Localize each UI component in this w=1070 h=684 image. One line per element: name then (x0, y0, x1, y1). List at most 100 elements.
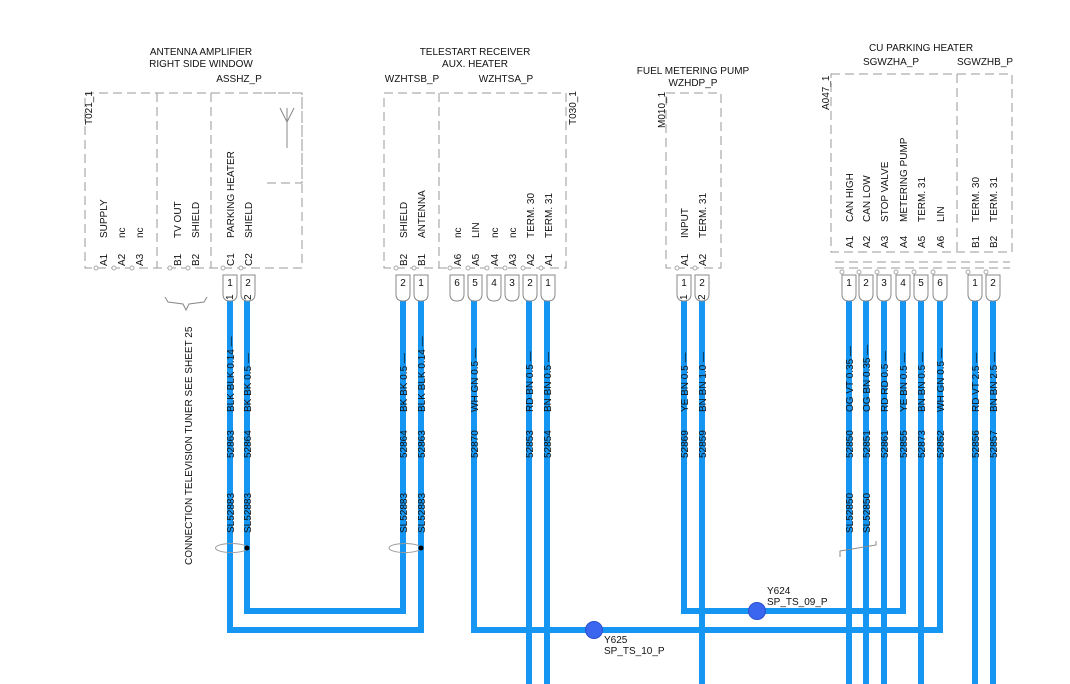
shield-label: SL52850 (845, 493, 856, 533)
shield-label: SL52883 (399, 493, 410, 533)
pin-terminal-icon (238, 265, 244, 271)
cavity-number: 1 (679, 294, 690, 300)
component-ref: M010_1 (657, 91, 668, 128)
shield-drain-dot (244, 545, 250, 551)
wire-spec-label: OG VT 0.35 — (845, 346, 856, 412)
pin-id: A3 (135, 253, 146, 266)
connector-cavity[interactable] (395, 274, 411, 302)
connector-cavity[interactable] (985, 274, 1001, 302)
connector-cavity[interactable] (694, 274, 710, 302)
pin-name: SHIELD (191, 202, 202, 238)
shield-bracket (839, 541, 877, 557)
connector-cavity[interactable] (913, 274, 929, 302)
cavity-number: 5 (472, 278, 478, 289)
pin-terminal-icon (674, 265, 680, 271)
pin-terminal-icon (692, 265, 698, 271)
cavity-number: 2 (699, 278, 705, 289)
pin-id: C2 (244, 253, 255, 266)
splice-node-Y625[interactable] (585, 621, 603, 639)
wires-layer (227, 300, 996, 684)
connector-cavity[interactable] (895, 274, 911, 302)
connector-cavity[interactable] (413, 274, 429, 302)
cavity-number: 1 (418, 278, 424, 289)
pin-terminal-icon (538, 265, 544, 271)
pin-terminal-icon (167, 265, 173, 271)
connector-label: ASSHZ_P (216, 74, 262, 85)
wire-number-label: 52857 (989, 430, 1000, 458)
splice-node-Y624[interactable] (748, 602, 766, 620)
wire-52864[interactable] (244, 300, 406, 614)
wire-spec-label: YE BN 0.5 — (899, 353, 910, 412)
connector-cavity[interactable] (858, 274, 874, 302)
connector-cavity[interactable] (240, 274, 256, 302)
component-title: CU PARKING HEATER (869, 43, 973, 54)
pin-name: TV OUT (173, 201, 184, 238)
splice-name: SP_TS_10_P (604, 646, 665, 657)
wire-spec-label: RD RD 0.5 — (880, 351, 891, 412)
wire-52869[interactable] (681, 300, 906, 614)
cavity-number: 1 (545, 278, 551, 289)
wire-spec-label: BK BK 0.5 — (399, 353, 410, 412)
pin-name: METERING PUMP (899, 137, 910, 222)
pin-id: A1 (845, 235, 856, 248)
pin-terminal-icon (411, 265, 417, 271)
pin-terminal-icon (839, 269, 845, 275)
pin-id: B2 (399, 253, 410, 266)
pin-terminal-icon (893, 269, 899, 275)
pin-name: nc (490, 227, 501, 238)
wire-52870[interactable] (471, 300, 943, 633)
connector-cavity[interactable] (449, 274, 465, 302)
pin-name: TERM. 30 (526, 193, 537, 238)
connector-cavity[interactable] (222, 274, 238, 302)
connector-cavity[interactable] (540, 274, 556, 302)
pin-name: CAN HIGH (845, 173, 856, 222)
wire-spec-label: BN BN 0.5 — (917, 352, 928, 412)
shield-label: SL52883 (243, 493, 254, 533)
cavity-number: 1 (681, 278, 687, 289)
pin-name: nc (135, 227, 146, 238)
connector-cavity[interactable] (467, 274, 483, 302)
shield-label: SL52883 (226, 493, 237, 533)
component-title: FUEL METERING PUMP (637, 66, 750, 77)
wire-52863[interactable] (227, 300, 424, 633)
pin-id: A3 (508, 253, 519, 266)
component-box-M010_1 (665, 92, 722, 269)
wire-spec-label: YE BN 0.5 — (680, 353, 691, 412)
connector-label: SGWZHA_P (863, 57, 919, 68)
wire-spec-label: WH GN 0.5 — (470, 348, 481, 412)
pin-name: TERM. 31 (989, 177, 1000, 222)
wire-spec-label: OG BN 0.35 — (862, 345, 873, 412)
wire-number-label: 52851 (862, 430, 873, 458)
component-title: RIGHT SIDE WINDOW (149, 59, 253, 70)
connector-cavity[interactable] (676, 274, 692, 302)
connector-cavity[interactable] (486, 274, 502, 302)
connector-cavity[interactable] (522, 274, 538, 302)
wire-number-label: 52854 (543, 430, 554, 458)
cavity-number: 1 (972, 278, 978, 289)
pin-name: nc (508, 227, 519, 238)
connector-label: SGWZHB_P (957, 57, 1013, 68)
wire-number-label: 52869 (680, 430, 691, 458)
cavity-number: 6 (454, 278, 460, 289)
pin-terminal-icon (465, 265, 471, 271)
wire-spec-label: BN BN 0.5 — (543, 352, 554, 412)
shield-label: SL52883 (417, 493, 428, 533)
pin-id: A5 (471, 253, 482, 266)
connector-cavity[interactable] (932, 274, 948, 302)
wire-spec-label: BLK BLK 0.14 — (226, 336, 237, 412)
wire-number-label: 52864 (399, 430, 410, 458)
pin-id: C1 (226, 253, 237, 266)
connector-cavity[interactable] (841, 274, 857, 302)
connector-cavity[interactable] (876, 274, 892, 302)
pin-terminal-icon (111, 265, 117, 271)
pin-terminal-icon (484, 265, 490, 271)
cavity-number: 1 (225, 294, 236, 300)
pin-terminal-icon (911, 269, 917, 275)
pin-name: STOP VALVE (880, 161, 891, 222)
components-layer (84, 73, 1013, 639)
connector-cavity[interactable] (967, 274, 983, 302)
pin-id: A2 (117, 253, 128, 266)
pin-id: A6 (936, 235, 947, 248)
connector-cavity[interactable] (504, 274, 520, 302)
